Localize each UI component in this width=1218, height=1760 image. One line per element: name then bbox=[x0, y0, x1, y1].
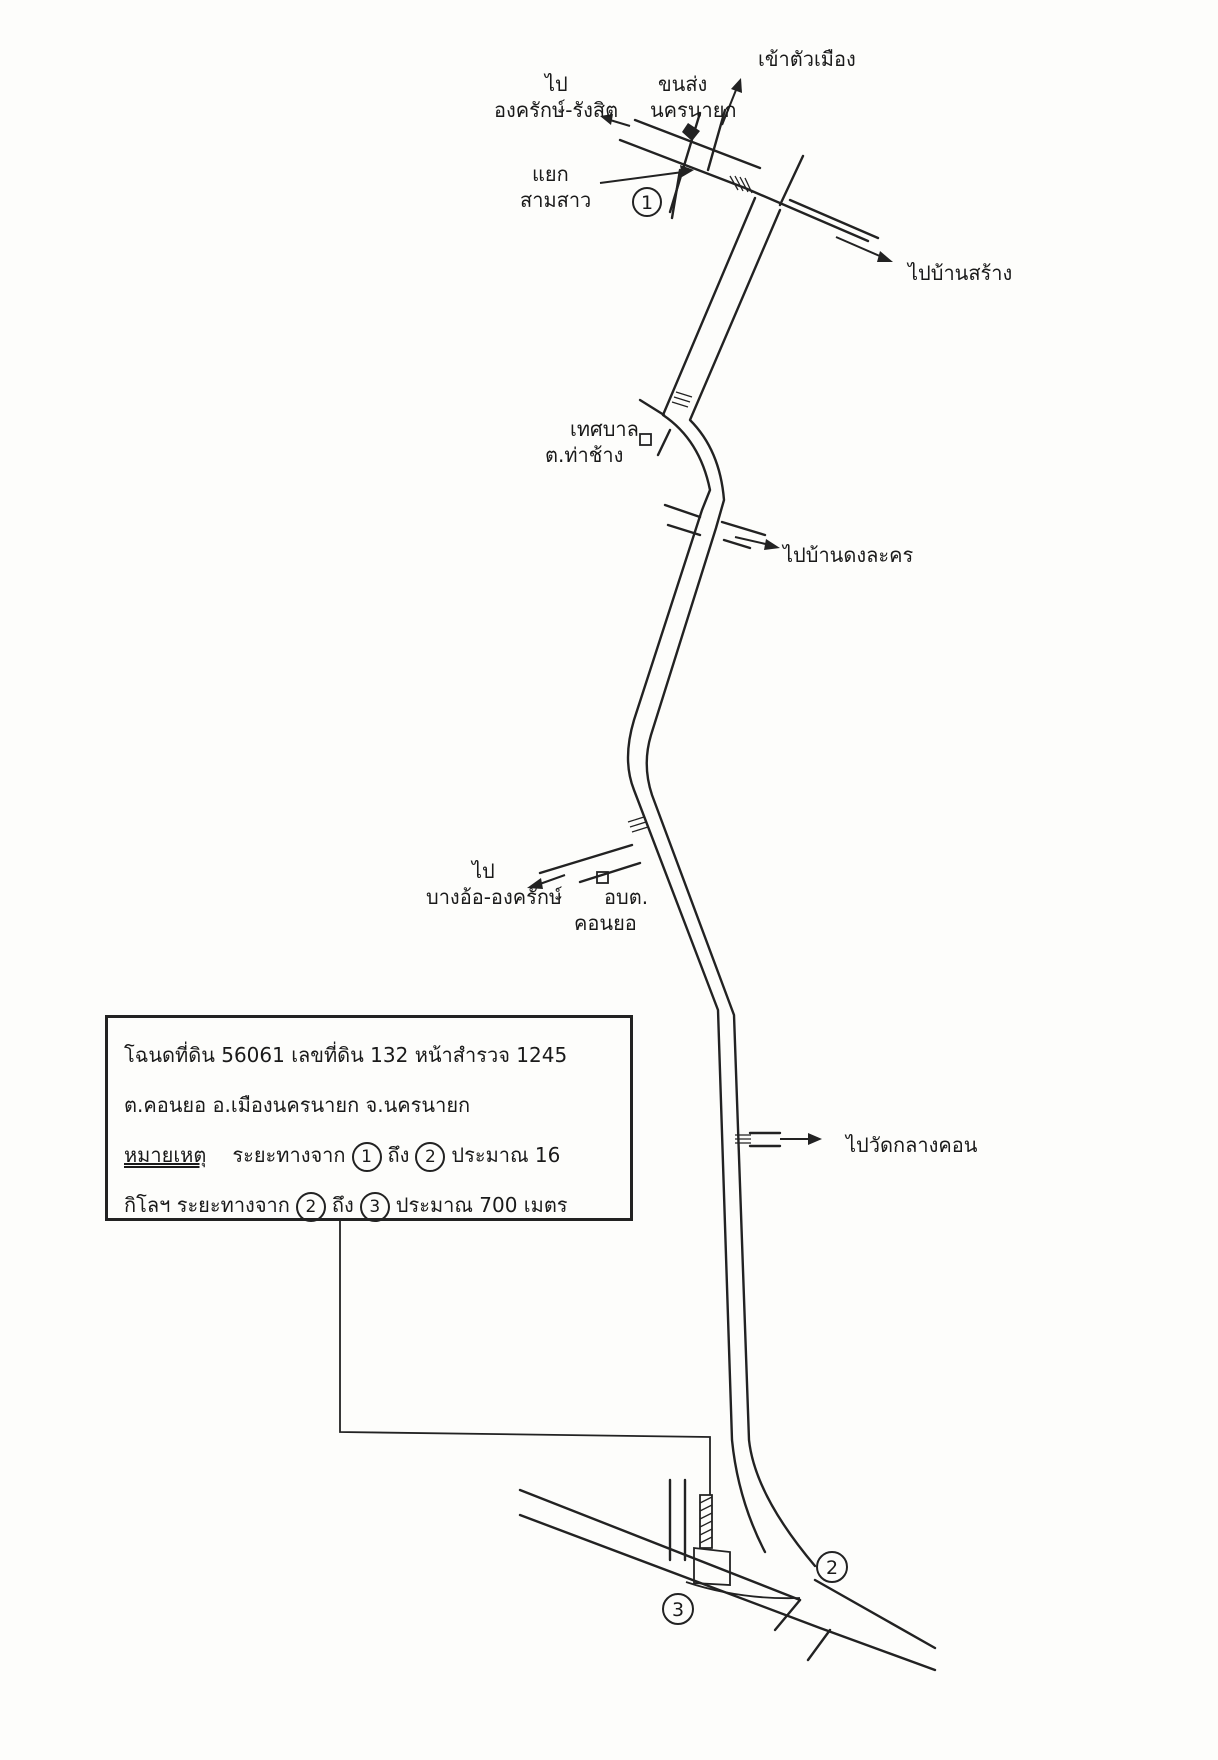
note-approx-700: ประมาณ 700 เมตร bbox=[395, 1193, 568, 1217]
main-road bbox=[626, 196, 817, 1568]
city-arrow bbox=[721, 78, 742, 126]
note-marker-2b: 2 bbox=[295, 1191, 326, 1222]
bang-o-spur bbox=[527, 843, 642, 889]
note-to-label-2: ถึง bbox=[331, 1193, 354, 1217]
label-bang-o-ongkharak: บางอ้อ-องครักษ์ bbox=[426, 885, 563, 909]
note-marker-1: 1 bbox=[351, 1141, 382, 1172]
label-tha-chang: ต.ท่าช้าง bbox=[545, 443, 623, 467]
bus-terminal-marker bbox=[682, 123, 700, 141]
wat-spur bbox=[748, 1131, 822, 1148]
label-bus-terminal: ขนส่ง bbox=[658, 72, 707, 96]
svg-text:3: 3 bbox=[672, 1599, 684, 1621]
note-km-from-label: กิโลฯ ระยะทางจาก bbox=[124, 1193, 290, 1217]
note-to-label: ถึง bbox=[387, 1143, 410, 1167]
note-marker-3: 3 bbox=[359, 1191, 390, 1222]
marker-2: 2 bbox=[816, 1551, 848, 1583]
svg-text:1: 1 bbox=[641, 192, 653, 214]
label-go-ongkharak: ไป bbox=[543, 72, 568, 96]
label-sam-sao: สามสาว bbox=[520, 188, 591, 212]
label-city: เข้าตัวเมือง bbox=[758, 47, 856, 71]
note-approx-16: ประมาณ 16 bbox=[451, 1143, 561, 1167]
label-sao: อบต. bbox=[604, 885, 648, 909]
ongkharak-arrow bbox=[600, 114, 631, 127]
marker-3: 3 bbox=[662, 1593, 694, 1625]
bottom-road bbox=[518, 1478, 937, 1672]
marker-1: 1 bbox=[632, 187, 662, 217]
note-deed-line: โฉนดที่ดิน 56061 เลขที่ดิน 132 หน้าสำรวจ… bbox=[124, 1043, 568, 1067]
note-box: โฉนดที่ดิน 56061 เลขที่ดิน 132 หน้าสำรวจ… bbox=[105, 1015, 633, 1222]
ban-sang-arrow bbox=[835, 236, 893, 262]
label-go-bang-o: ไป bbox=[470, 859, 495, 883]
municipality-spur bbox=[638, 398, 672, 457]
note-location-line: ต.คอนยอ อ.เมืองนครนายก จ.นครนายก bbox=[124, 1093, 471, 1117]
note-leader-line bbox=[339, 1221, 711, 1495]
label-junction: แยก bbox=[532, 162, 569, 186]
note-from-label: ระยะทางจาก bbox=[232, 1143, 346, 1167]
label-wat-klang-khon: ไปวัดกลางคอน bbox=[844, 1133, 978, 1157]
label-khon-yo: คอนยอ bbox=[574, 911, 637, 935]
junction-arrow bbox=[599, 165, 694, 184]
note-title: หมายเหตุ bbox=[124, 1143, 207, 1167]
label-ongkharak-rangsit: องครักษ์-รังสิต bbox=[494, 98, 618, 122]
label-ban-sang: ไปบ้านสร้าง bbox=[906, 261, 1012, 285]
label-municipality: เทศบาล bbox=[570, 417, 639, 441]
svg-text:2: 2 bbox=[826, 1557, 838, 1579]
label-nakhon-nayok: นครนายก bbox=[650, 98, 737, 122]
dong-lakhon-cross bbox=[663, 503, 780, 550]
label-dong-lakhon: ไปบ้านดงละคร bbox=[781, 543, 913, 567]
note-marker-2: 2 bbox=[415, 1141, 446, 1172]
